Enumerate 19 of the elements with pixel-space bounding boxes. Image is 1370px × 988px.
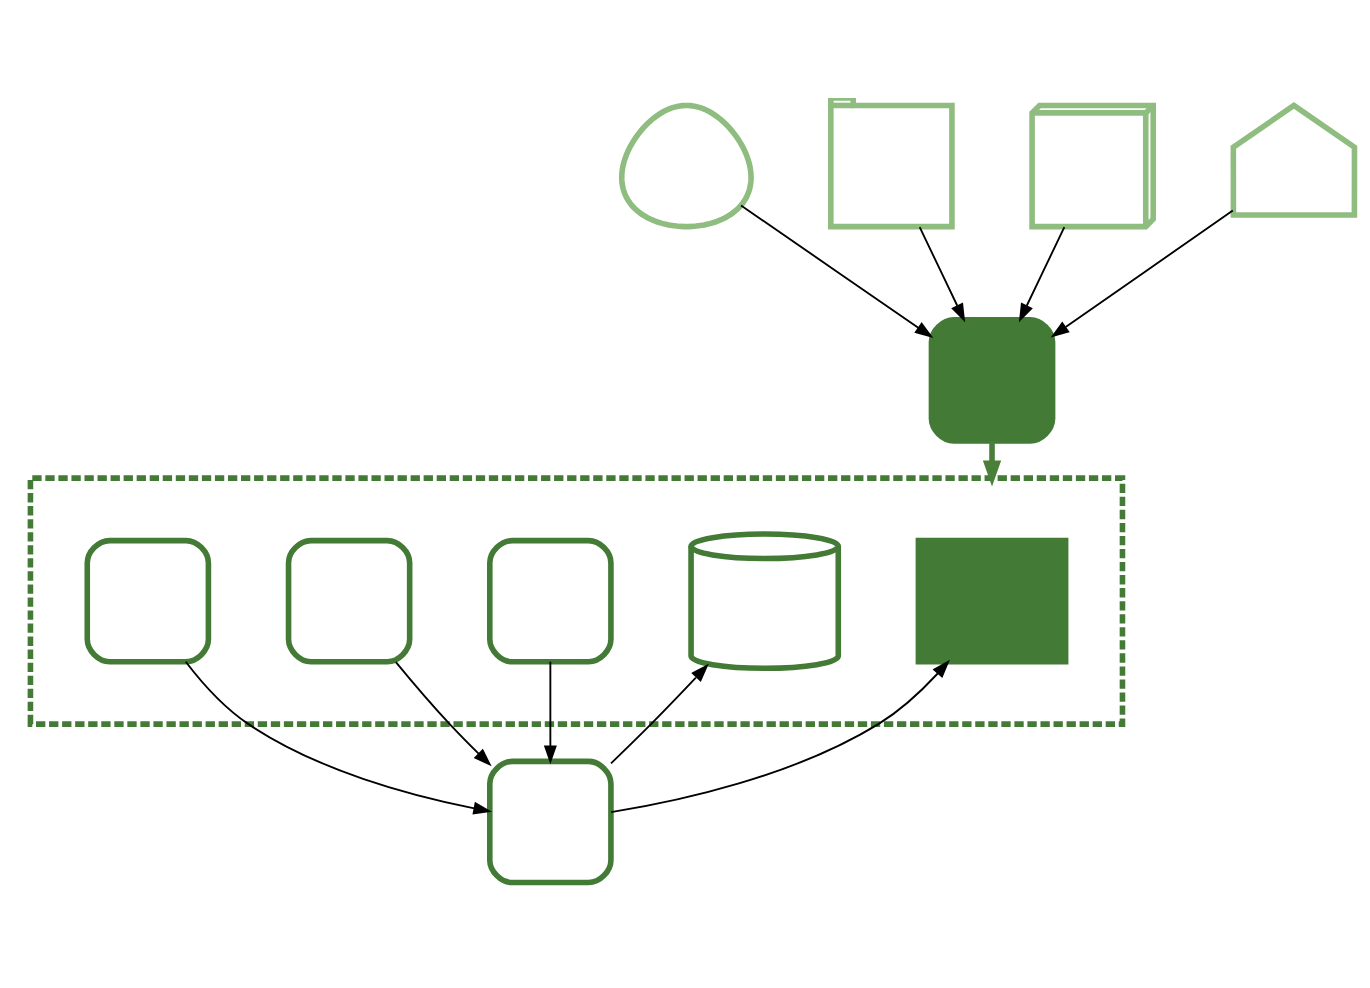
node-box [487,758,614,886]
arrow [184,660,492,815]
cluster [27,475,1126,727]
arrow [1018,226,1066,323]
node-chip [285,537,413,665]
node-chip [84,537,212,665]
arrow [740,204,934,339]
arrow [610,663,709,765]
arrow [394,661,492,767]
arrow [982,440,1002,487]
arrow [918,226,966,323]
node-box [928,316,1056,444]
arrow [1050,209,1234,338]
node-person [618,102,754,230]
node-chip [487,537,614,665]
arrow [610,659,950,814]
node-shield [1230,102,1358,218]
arrow [543,660,557,765]
node-server [915,537,1069,665]
